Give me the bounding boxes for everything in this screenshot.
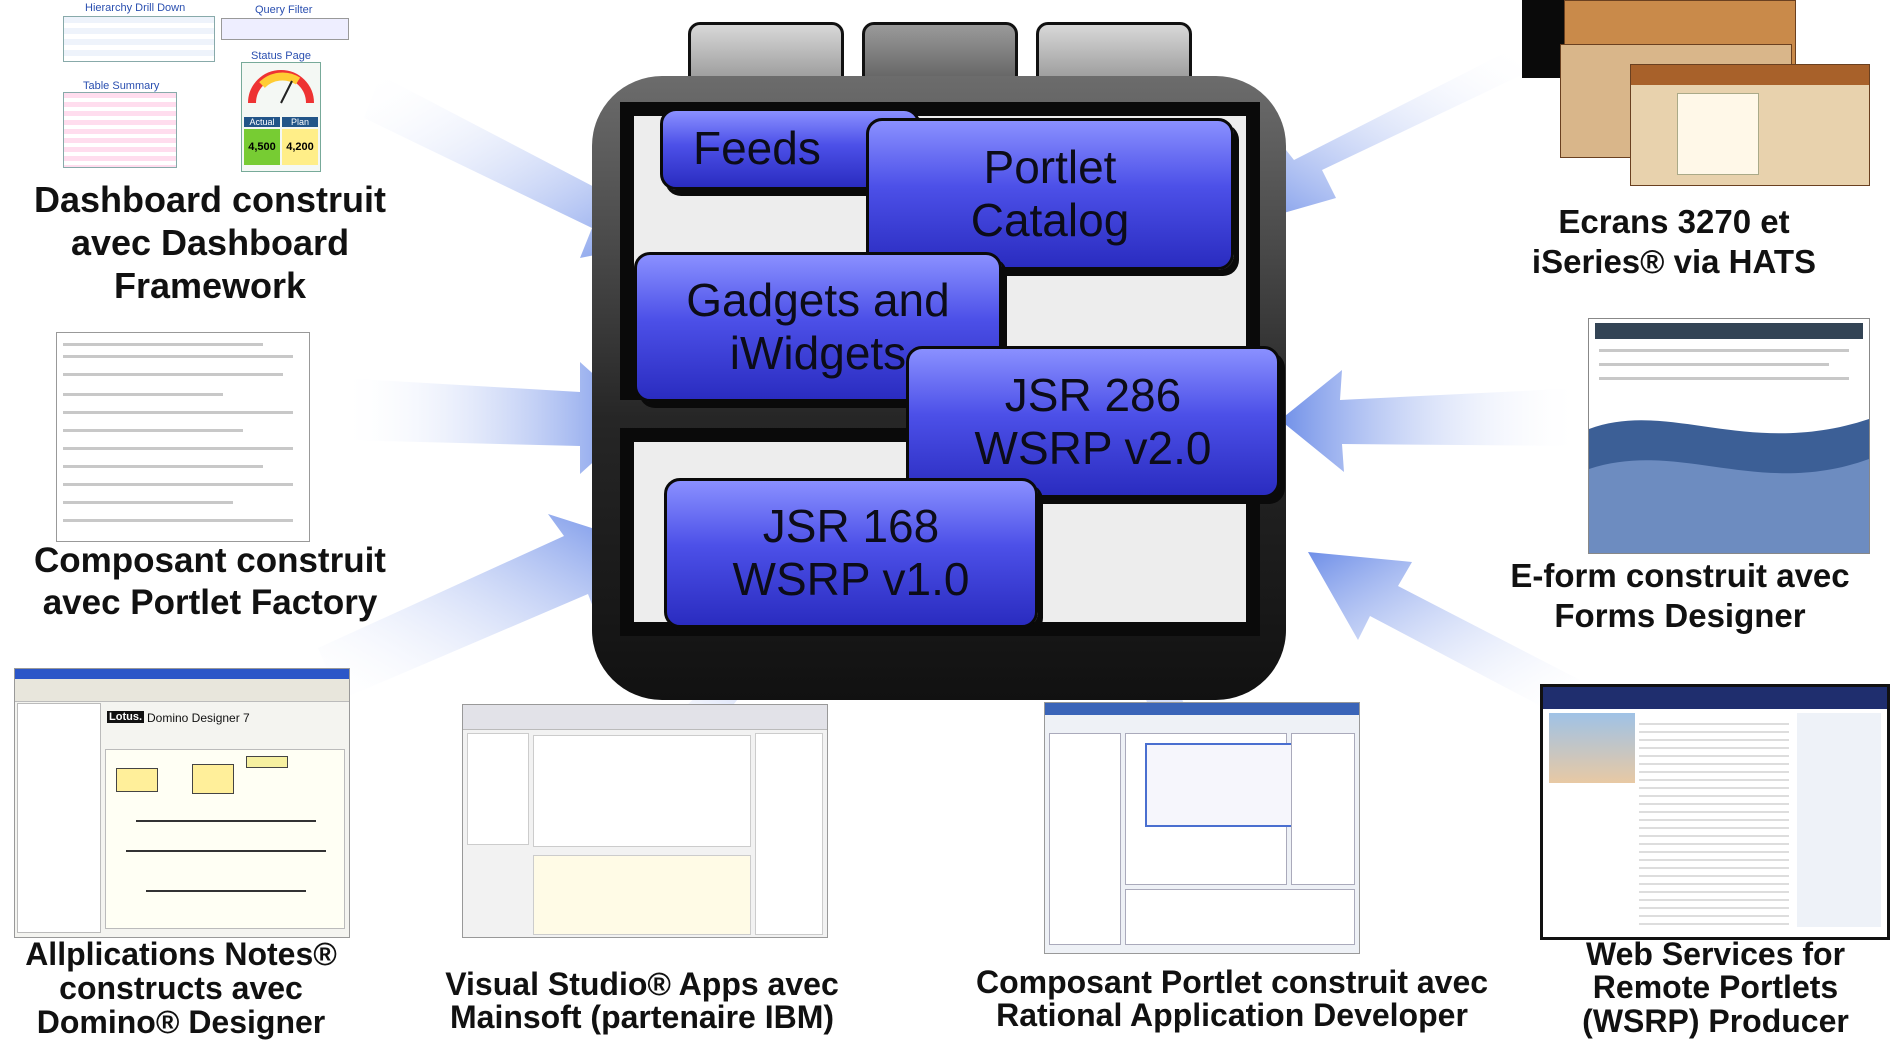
jsr286-line-2: WSRP v2.0 (974, 422, 1212, 474)
rad-left-tree (1049, 733, 1121, 945)
notes-caption-line-2: constructs avec (59, 969, 303, 1006)
hats-screenshot (1522, 0, 1888, 186)
vs-left-panel (467, 733, 529, 845)
actual-label: Actual (244, 117, 280, 127)
visual-studio-caption-line-2: Mainsoft (partenaire IBM) (449, 998, 835, 1035)
arrow-forms (1280, 370, 1582, 472)
gauge-icon (248, 70, 314, 104)
hierarchy-table (63, 16, 215, 62)
domino-toolbar (15, 679, 349, 702)
gadgets-line-1: Gadgets and (686, 273, 950, 326)
wsrp-content (1639, 717, 1789, 927)
vs-form (533, 735, 751, 847)
dashboard-screenshot: Hierarchy Drill Down Query Filter Table … (55, 0, 355, 172)
arrow-notes (318, 514, 642, 700)
dashboard-caption: Dashboard construit avec Dashboard Frame… (0, 178, 420, 308)
visual-studio-caption-line-1: Visual Studio® Apps avec (445, 966, 839, 1002)
dashboard-caption-line-3: Framework (113, 265, 307, 307)
jsr286-line-1: JSR 286 (1004, 368, 1182, 421)
arrow-portlet-factory (340, 362, 642, 474)
domino-designer-screenshot: Lotus. Domino Designer 7 (14, 668, 350, 938)
forms-caption-line-1: E-form construit avec (1510, 557, 1850, 594)
table-summary (63, 92, 177, 168)
status-page-title: Status Page (251, 50, 311, 62)
status-page-panel: Actual Plan 4,500 4,200 (241, 62, 321, 172)
portlet-catalog-line-1: Portlet (983, 140, 1117, 193)
portlet-catalog-line-2: Catalog (970, 194, 1130, 246)
jsr286-box: JSR 286 WSRP v2.0 (906, 346, 1280, 498)
plan-label: Plan (282, 117, 318, 127)
hierarchy-title: Hierarchy Drill Down (85, 2, 186, 14)
dashboard-caption-line-1: Dashboard construit (33, 179, 387, 220)
jsr168-line-1: JSR 168 (762, 499, 940, 552)
wsrp-screenshot (1540, 684, 1890, 940)
rad-dialog (1145, 743, 1299, 827)
notes-caption: Allplications Notes® constructs avec Dom… (0, 936, 362, 1040)
wsrp-photo (1549, 713, 1635, 783)
domino-canvas (105, 749, 345, 929)
portlet-factory-caption: Composant construit avec Portlet Factory (0, 540, 420, 624)
hats-caption-line-2: iSeries® via HATS (1531, 242, 1817, 280)
rad-screenshot (1044, 702, 1360, 954)
visual-studio-screenshot (462, 704, 828, 938)
portlet-catalog-box: Portlet Catalog (866, 118, 1234, 270)
eform-wave (1589, 419, 1869, 553)
rad-caption-line-1: Composant Portlet construit avec (975, 964, 1489, 1000)
vs-toolbar (463, 705, 827, 730)
hats-page-3 (1630, 64, 1870, 186)
wsrp-caption-line-2: Remote Portlets (1592, 969, 1839, 1006)
jsr168-box: JSR 168 WSRP v1.0 (664, 478, 1038, 628)
hats-caption: Ecrans 3270 et iSeries® via HATS (1464, 202, 1884, 281)
portlet-factory-caption-line-2: avec Portlet Factory (42, 583, 378, 622)
feeds-label: Feeds (693, 122, 821, 175)
gadgets-line-2: iWidgets (729, 327, 907, 379)
forms-caption: E-form construit avec Forms Designer (1470, 556, 1890, 635)
portlet-factory-screenshot (56, 332, 310, 542)
eform-screenshot (1588, 318, 1870, 554)
dashboard-caption-line-2: avec Dashboard (70, 222, 350, 264)
query-filter-panel (221, 18, 349, 40)
lotus-brand: Lotus. (107, 711, 144, 723)
forms-caption-line-2: Forms Designer (1554, 596, 1806, 634)
notes-caption-line-1: Allplications Notes® (25, 936, 337, 972)
wsrp-caption-line-1: Web Services for (1585, 936, 1846, 972)
portlet-factory-caption-line-1: Composant construit (34, 541, 386, 580)
hats-caption-line-1: Ecrans 3270 et (1558, 203, 1790, 240)
plan-value: 4,200 (282, 129, 318, 165)
vs-right-panel (755, 733, 823, 935)
domino-screen-title: Domino Designer 7 (147, 711, 250, 725)
arrow-wsrp (1308, 552, 1580, 712)
rad-bottom-panel (1125, 889, 1355, 945)
rad-titlebar (1045, 703, 1359, 715)
vs-code-list (533, 855, 751, 935)
wsrp-header (1543, 687, 1887, 709)
domino-sidebar (17, 703, 101, 933)
table-summary-title: Table Summary (83, 80, 160, 92)
gadgets-box: Gadgets and iWidgets (634, 252, 1002, 402)
wsrp-caption-line-3: (WSRP) Producer (1582, 1002, 1849, 1039)
wsrp-sidebar (1797, 713, 1881, 927)
domino-titlebar (15, 669, 349, 679)
notes-caption-line-3: Domino® Designer (36, 1003, 326, 1040)
rad-caption: Composant Portlet construit avec Rationa… (922, 964, 1542, 1034)
rad-caption-line-2: Rational Application Developer (996, 997, 1468, 1034)
arrow-hats (1238, 52, 1528, 226)
wsrp-caption: Web Services for Remote Portlets (WSRP) … (1540, 936, 1891, 1039)
actual-value: 4,500 (244, 129, 280, 165)
rad-outline (1291, 733, 1355, 885)
query-title: Query Filter (255, 4, 313, 16)
jsr168-line-2: WSRP v1.0 (732, 553, 970, 605)
visual-studio-caption: Visual Studio® Apps avec Mainsoft (parte… (392, 968, 892, 1033)
